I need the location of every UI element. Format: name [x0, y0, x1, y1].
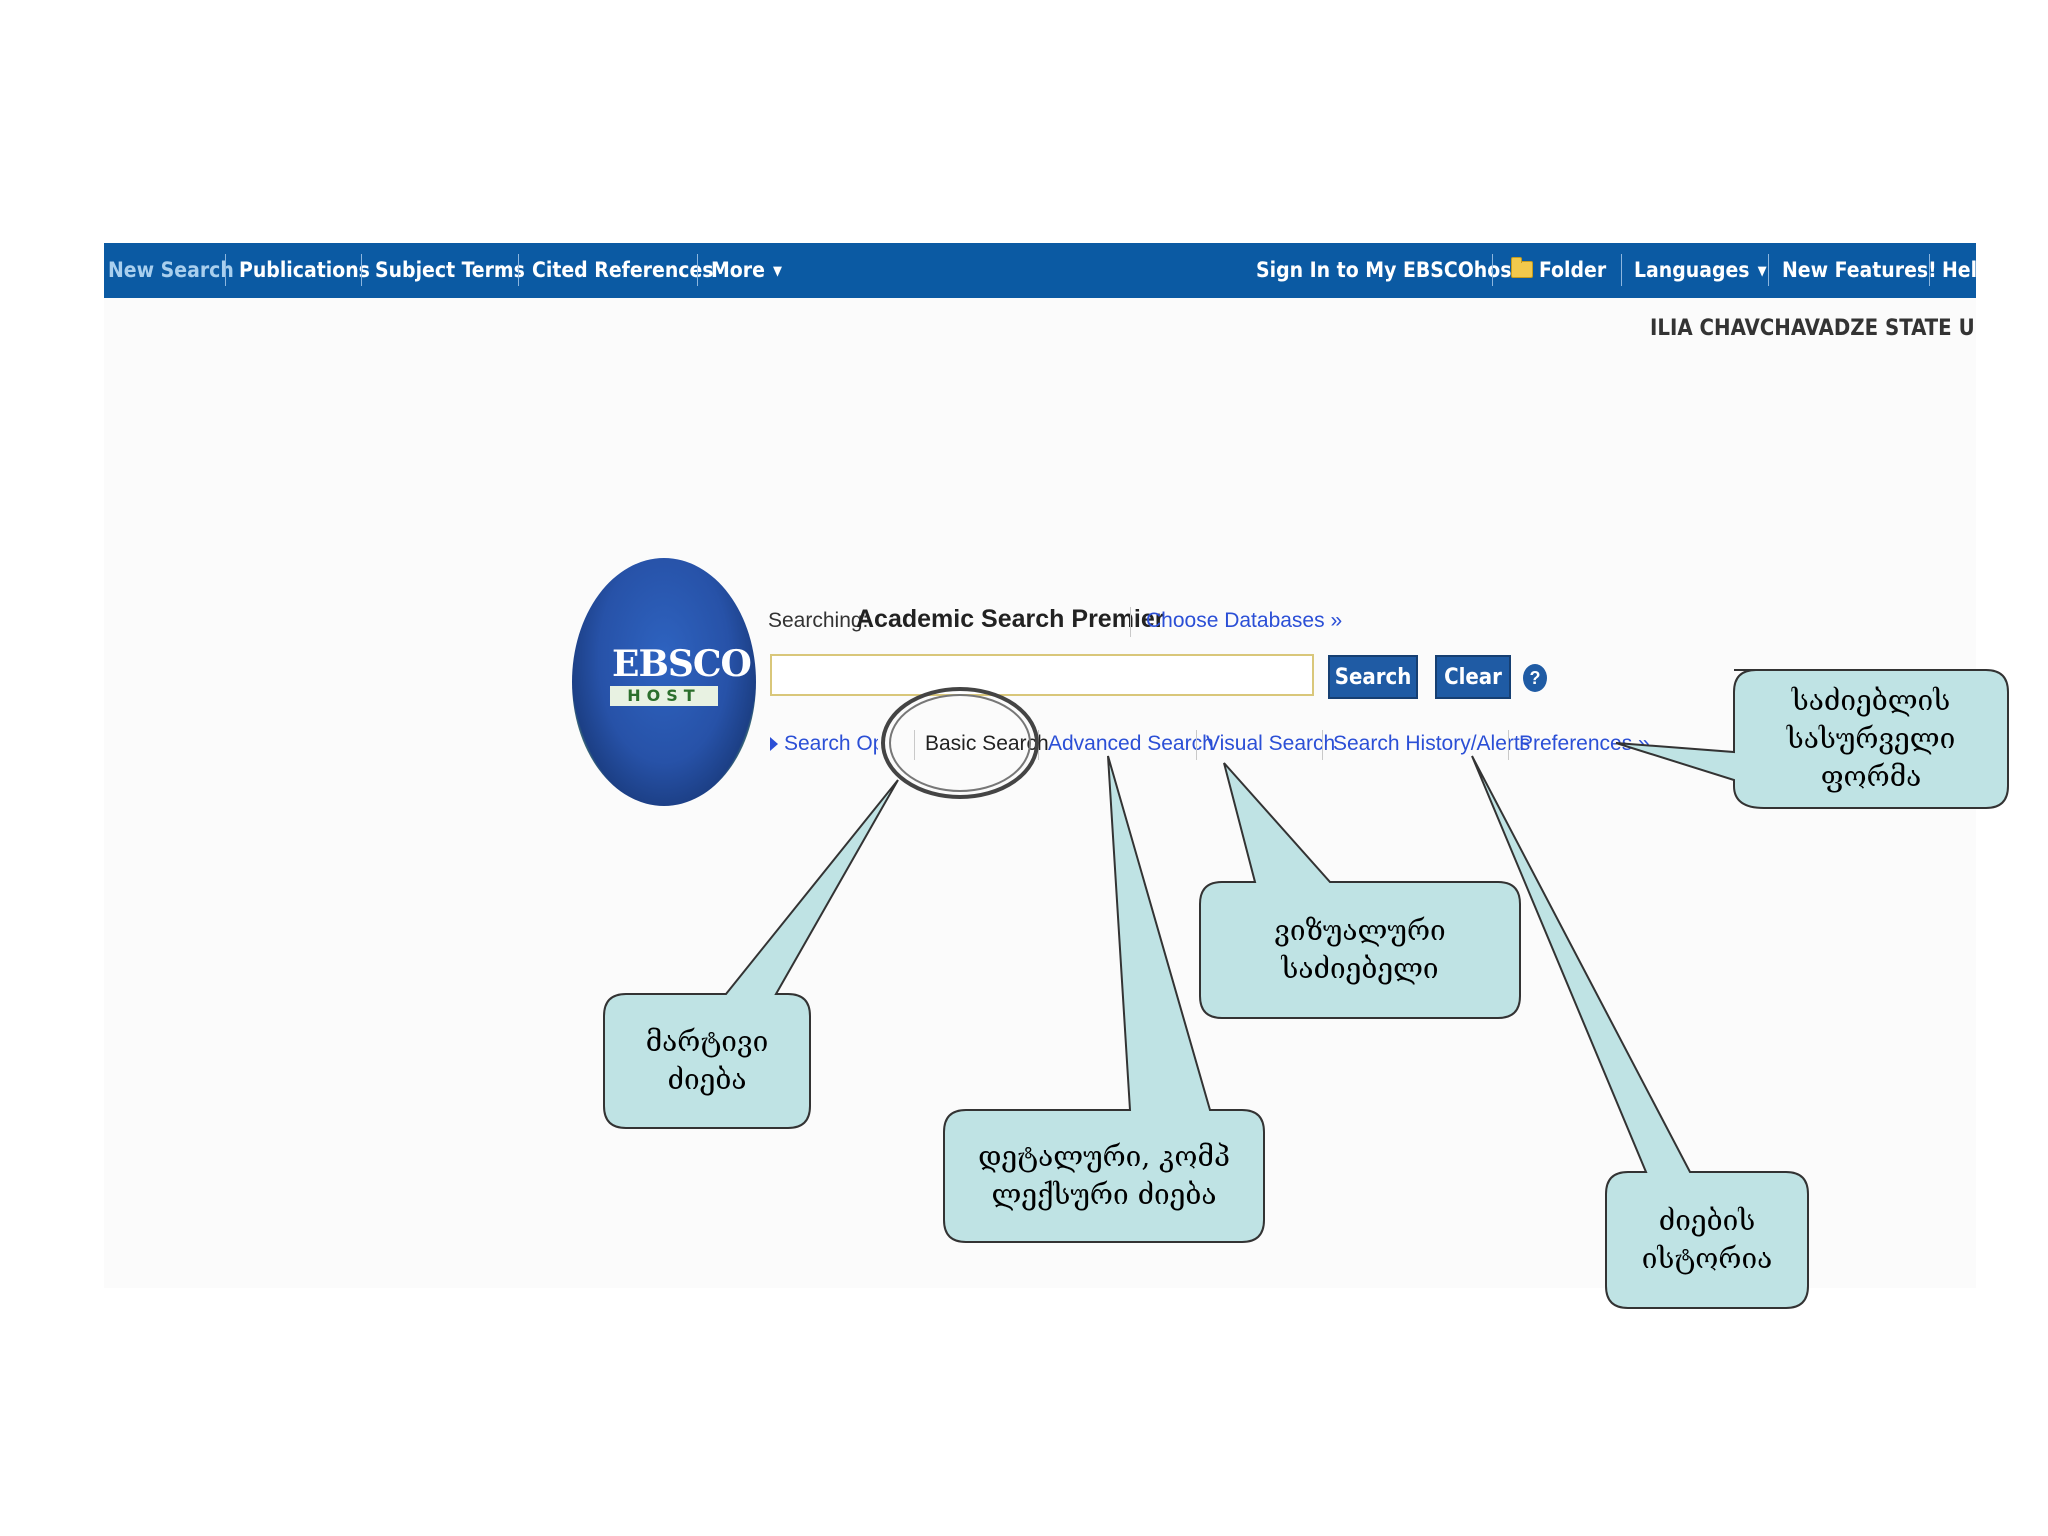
nav-folder[interactable]: Folder	[1511, 257, 1606, 283]
institution-name: ILIA CHAVCHAVADZE STATE UNIVERSITY	[1650, 316, 1976, 341]
nav-languages-label: Languages	[1634, 258, 1750, 282]
callout-line: ფორმა	[1820, 760, 1922, 793]
divider	[1322, 730, 1323, 760]
callout-line: დეტალური, კომპ	[978, 1140, 1230, 1173]
triangle-right-icon	[770, 737, 778, 751]
nav-divider	[1621, 254, 1622, 286]
callout-advanced-text: დეტალური, კომპ ლექსური ძიება	[946, 1112, 1262, 1240]
caret-down-icon: ▼	[772, 264, 782, 279]
nav-more[interactable]: More ▼	[711, 257, 782, 285]
divider	[1196, 730, 1197, 760]
callout-line: ძიების	[1658, 1204, 1756, 1237]
nav-divider	[1492, 254, 1493, 286]
callout-line: ძიება	[667, 1063, 747, 1096]
search-history-link[interactable]: Search History/Alerts	[1333, 732, 1531, 755]
callout-preferences	[1615, 669, 2009, 809]
nav-divider	[361, 254, 362, 286]
callout-visual-text: ვიზუალური საძიებელი	[1202, 884, 1518, 1016]
callout-line: საძიებელი	[1281, 952, 1439, 985]
basic-search-highlight-inner	[889, 694, 1031, 792]
nav-languages[interactable]: Languages ▼	[1634, 257, 1767, 285]
nav-help[interactable]: Help	[1942, 258, 1976, 282]
nav-divider	[518, 254, 519, 286]
advanced-search-link[interactable]: Advanced Search	[1048, 732, 1214, 755]
nav-divider	[697, 254, 698, 286]
callout-line: ლექსური ძიება	[991, 1178, 1217, 1211]
callout-line: მარტივი	[645, 1025, 769, 1058]
nav-new-search[interactable]: New Search	[108, 258, 234, 282]
callout-basic-text: მარტივი ძიება	[606, 996, 808, 1126]
clear-button[interactable]: Clear	[1435, 655, 1511, 699]
ebsco-host-logo: EBSCO HOST	[572, 558, 756, 806]
callout-history-text: ძიების ისტორია	[1608, 1174, 1806, 1306]
nav-publications[interactable]: Publications	[239, 258, 370, 282]
nav-more-label: More	[711, 258, 765, 282]
callout-history	[1471, 755, 1809, 1309]
nav-divider	[225, 254, 226, 286]
basic-search-link[interactable]: Basic Search	[925, 732, 1049, 755]
callout-line: საძიებლის	[1791, 684, 1951, 717]
nav-new-features[interactable]: New Features!	[1782, 258, 1937, 282]
nav-divider	[1768, 254, 1769, 286]
visual-search-link[interactable]: Visual Search	[1206, 732, 1336, 755]
nav-sign-in[interactable]: Sign In to My EBSCOhost	[1256, 258, 1521, 282]
logo-subtext: HOST	[610, 686, 718, 706]
callout-visual	[1199, 762, 1521, 1019]
folder-icon	[1511, 257, 1533, 278]
search-button[interactable]: Search	[1328, 655, 1418, 699]
database-name: Academic Search Premier	[856, 605, 1165, 633]
choose-databases-link[interactable]: Choose Databases »	[1146, 609, 1343, 632]
preferences-link[interactable]: Preferences »	[1519, 732, 1650, 755]
nav-subject-terms[interactable]: Subject Terms	[375, 258, 525, 282]
caret-down-icon: ▼	[1757, 264, 1767, 279]
search-input[interactable]	[770, 654, 1314, 696]
divider	[1508, 730, 1509, 760]
basic-search-highlight	[881, 687, 1039, 799]
divider	[914, 730, 915, 760]
nav-cited-references[interactable]: Cited References	[532, 258, 714, 282]
callout-line: სასურველი	[1786, 722, 1956, 755]
top-navigation-bar: New Search Publications Subject Terms Ci…	[104, 243, 1976, 298]
divider	[1130, 607, 1131, 637]
help-icon[interactable]: ?	[1523, 664, 1547, 692]
nav-folder-label: Folder	[1539, 258, 1607, 282]
callout-preferences-text: საძიებლის სასურველი ფორმა	[1736, 672, 2006, 806]
callout-line: ვიზუალური	[1274, 914, 1446, 947]
callout-line: ისტორია	[1641, 1242, 1773, 1275]
callout-basic	[603, 779, 899, 1129]
callout-advanced	[943, 755, 1265, 1243]
searching-label: Searching:	[768, 609, 869, 632]
search-modes-row: Search Options Basic Search Advanced Sea…	[0, 732, 2048, 762]
search-options-link[interactable]: Search Options	[784, 732, 878, 755]
nav-divider	[1929, 254, 1930, 286]
